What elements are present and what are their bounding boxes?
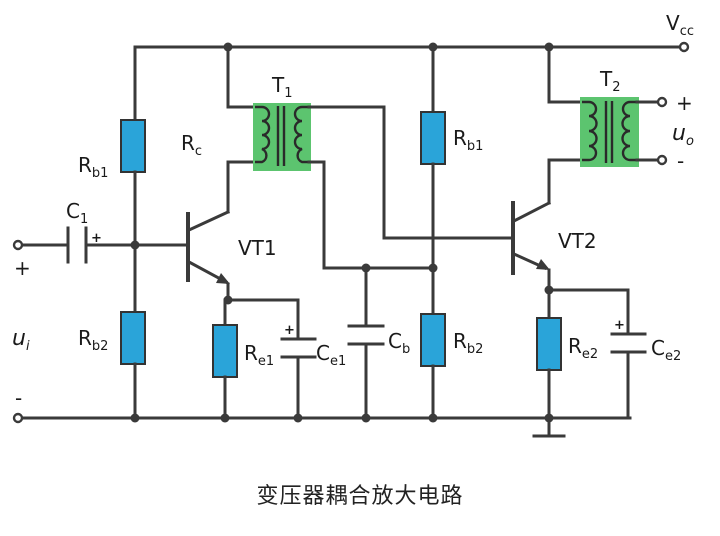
- input-terminal-minus: [12, 412, 24, 424]
- diagram-caption: 变压器耦合放大电路: [256, 484, 464, 509]
- label-output-minus: -: [677, 149, 684, 173]
- label-rb1-right: Rb1: [453, 126, 483, 154]
- label-input-minus: -: [15, 386, 22, 410]
- junction-dot: [361, 413, 371, 423]
- junction-dot: [428, 42, 438, 52]
- resistor-rb1-left: [120, 119, 146, 173]
- input-terminal-plus: [12, 239, 24, 251]
- svg-text:+: +: [284, 323, 295, 338]
- resistor-rb2-right: [420, 313, 446, 367]
- resistor-rb2-left: [120, 311, 146, 365]
- output-terminal-minus: [656, 154, 668, 166]
- t2-secondary-coil: [621, 100, 637, 162]
- junction-dot: [293, 413, 303, 423]
- junction-dot: [361, 263, 371, 273]
- junction-dot: [428, 263, 438, 273]
- label-rc: Rc: [181, 131, 202, 159]
- transformer-t1: [253, 103, 311, 171]
- label-cb: Cb: [388, 329, 410, 357]
- label-vt1: VT1: [238, 236, 277, 260]
- junction-dot: [544, 285, 554, 295]
- t1-secondary-coil: [293, 105, 309, 164]
- junction-dot: [130, 413, 140, 423]
- transformer-t2: [580, 97, 639, 167]
- junction-dot: [223, 42, 233, 52]
- junction-dot: [544, 42, 554, 52]
- schematic: + + +: [12, 11, 694, 438]
- label-t2: T2: [599, 67, 621, 95]
- junction-dot: [428, 413, 438, 423]
- junction-dot: [130, 240, 140, 250]
- svg-text:+: +: [91, 231, 102, 246]
- vt1-collector: [187, 210, 230, 232]
- label-output-plus: +: [676, 91, 693, 115]
- label-re1: Re1: [244, 341, 274, 369]
- label-vt2: VT2: [558, 229, 597, 253]
- junction-dot: [223, 295, 233, 305]
- vt1-emitter-arrow: [216, 273, 230, 284]
- vcc-terminal: [678, 41, 690, 53]
- label-ui: ui: [12, 326, 30, 354]
- t1-primary-coil: [255, 105, 271, 164]
- junction-dot: [220, 413, 230, 423]
- vt2-emitter-arrow: [536, 259, 550, 270]
- label-re2: Re2: [568, 334, 598, 362]
- label-rb2-right: Rb2: [453, 329, 483, 357]
- label-uo: uo: [672, 121, 694, 149]
- label-rb2-left: Rb2: [78, 326, 108, 354]
- output-terminal-plus: [656, 96, 668, 108]
- label-input-plus: +: [14, 256, 31, 280]
- t2-primary-coil: [582, 100, 598, 162]
- resistor-re2: [536, 317, 562, 371]
- label-c1: C1: [66, 199, 88, 227]
- label-t1: T1: [271, 73, 293, 101]
- resistor-rb1-right: [420, 111, 446, 165]
- label-vcc: Vcc: [666, 11, 694, 39]
- vt2-collector: [511, 200, 552, 224]
- junction-dot: [544, 413, 554, 423]
- label-rb1-left: Rb1: [78, 153, 108, 181]
- label-ce2: Ce2: [651, 336, 681, 364]
- label-ce1: Ce1: [316, 341, 346, 369]
- svg-text:+: +: [614, 318, 625, 333]
- resistor-re1: [212, 324, 238, 378]
